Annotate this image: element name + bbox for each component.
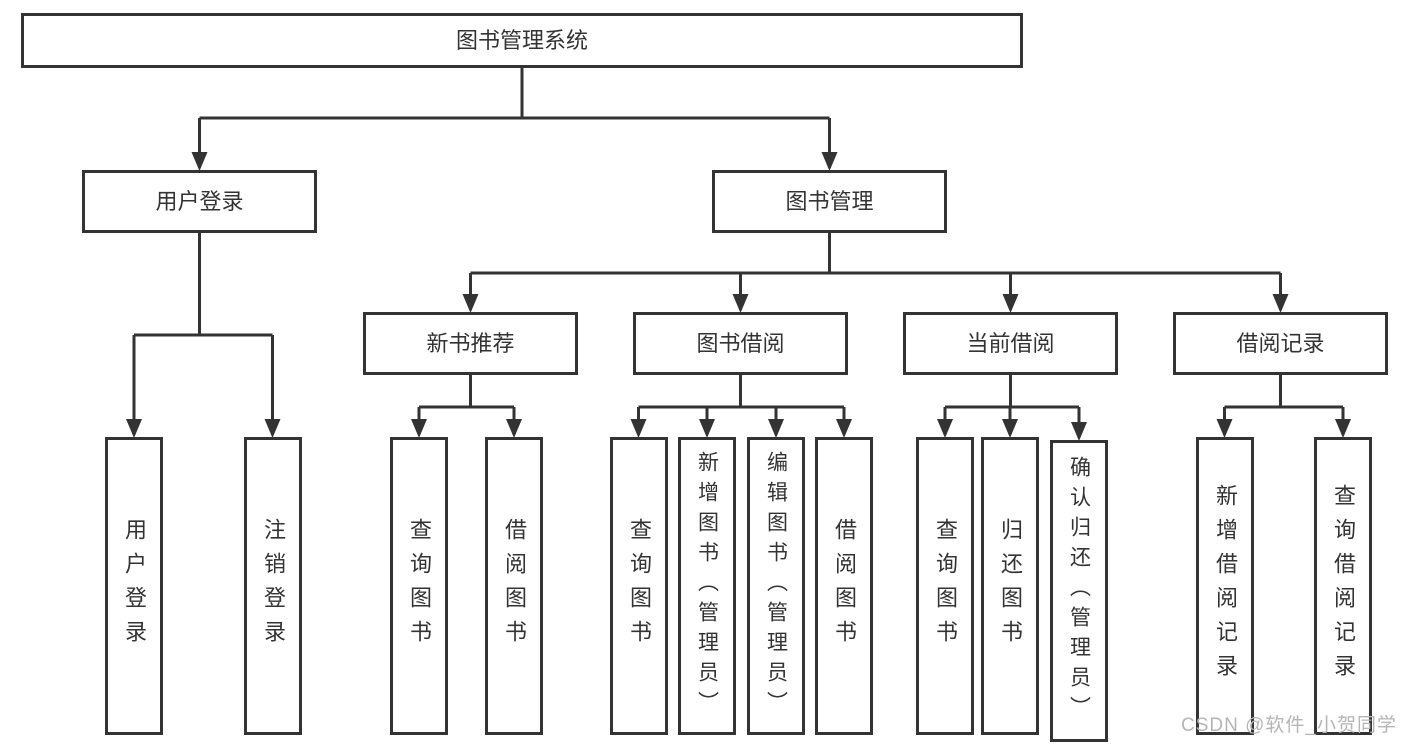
node-borrow-records-label: 借阅记录: [1236, 330, 1325, 356]
leaf-records-add-record: 新增借阅记录: [1196, 437, 1254, 735]
node-book-management-label: 图书管理: [785, 188, 874, 214]
leaf-recommend-borrow-book: 借阅图书: [485, 437, 543, 735]
leaf-recommend-borrow-book-label: 借阅图书: [502, 518, 527, 654]
node-root-label: 图书管理系统: [455, 27, 588, 53]
leaf-user-login-label: 用户登录: [122, 518, 147, 654]
node-current-borrow: 当前借阅: [903, 312, 1118, 375]
leaf-borrow-query-book-label: 查询图书: [627, 518, 652, 654]
leaf-user-login: 用户登录: [105, 437, 163, 735]
node-root: 图书管理系统: [21, 13, 1023, 68]
leaf-records-query-record-label: 查询借阅记录: [1331, 484, 1356, 688]
leaf-logout: 注销登录: [244, 437, 302, 735]
leaf-logout-label: 注销登录: [261, 518, 286, 654]
node-book-borrow: 图书借阅: [633, 312, 848, 375]
leaf-recommend-query-book-label: 查询图书: [407, 518, 432, 654]
node-book-borrow-label: 图书借阅: [696, 330, 785, 356]
leaf-borrow-borrow-book-label: 借阅图书: [832, 518, 857, 654]
leaf-recommend-query-book: 查询图书: [390, 437, 448, 735]
leaf-borrow-edit-book-admin: 编辑图书（管理员）: [747, 437, 805, 735]
leaf-borrow-query-book: 查询图书: [610, 437, 668, 735]
node-new-book-recommend-label: 新书推荐: [426, 330, 515, 356]
leaf-current-return-book: 归还图书: [981, 437, 1039, 735]
node-user-login-label: 用户登录: [155, 188, 244, 214]
leaf-records-query-record: 查询借阅记录: [1314, 437, 1372, 735]
node-new-book-recommend: 新书推荐: [363, 312, 578, 375]
leaf-current-confirm-return-admin-label: 确认归还（管理员）: [1067, 456, 1091, 726]
leaf-current-confirm-return-admin: 确认归还（管理员）: [1050, 440, 1108, 742]
arrowheads: [126, 152, 1351, 441]
leaf-borrow-borrow-book: 借阅图书: [815, 437, 873, 735]
leaf-records-add-record-label: 新增借阅记录: [1213, 484, 1238, 688]
node-current-borrow-label: 当前借阅: [966, 330, 1055, 356]
node-book-management: 图书管理: [712, 170, 947, 233]
leaf-current-query-book: 查询图书: [916, 437, 974, 735]
leaf-borrow-edit-book-admin-label: 编辑图书（管理员）: [764, 451, 788, 721]
leaf-current-return-book-label: 归还图书: [998, 518, 1023, 654]
node-borrow-records: 借阅记录: [1173, 312, 1388, 375]
leaf-borrow-add-book-admin-label: 新增图书（管理员）: [695, 451, 719, 721]
leaf-current-query-book-label: 查询图书: [933, 518, 958, 654]
node-user-login: 用户登录: [82, 170, 317, 233]
watermark: CSDN @软件_小贺同学: [1181, 715, 1397, 736]
leaf-borrow-add-book-admin: 新增图书（管理员）: [678, 437, 736, 735]
